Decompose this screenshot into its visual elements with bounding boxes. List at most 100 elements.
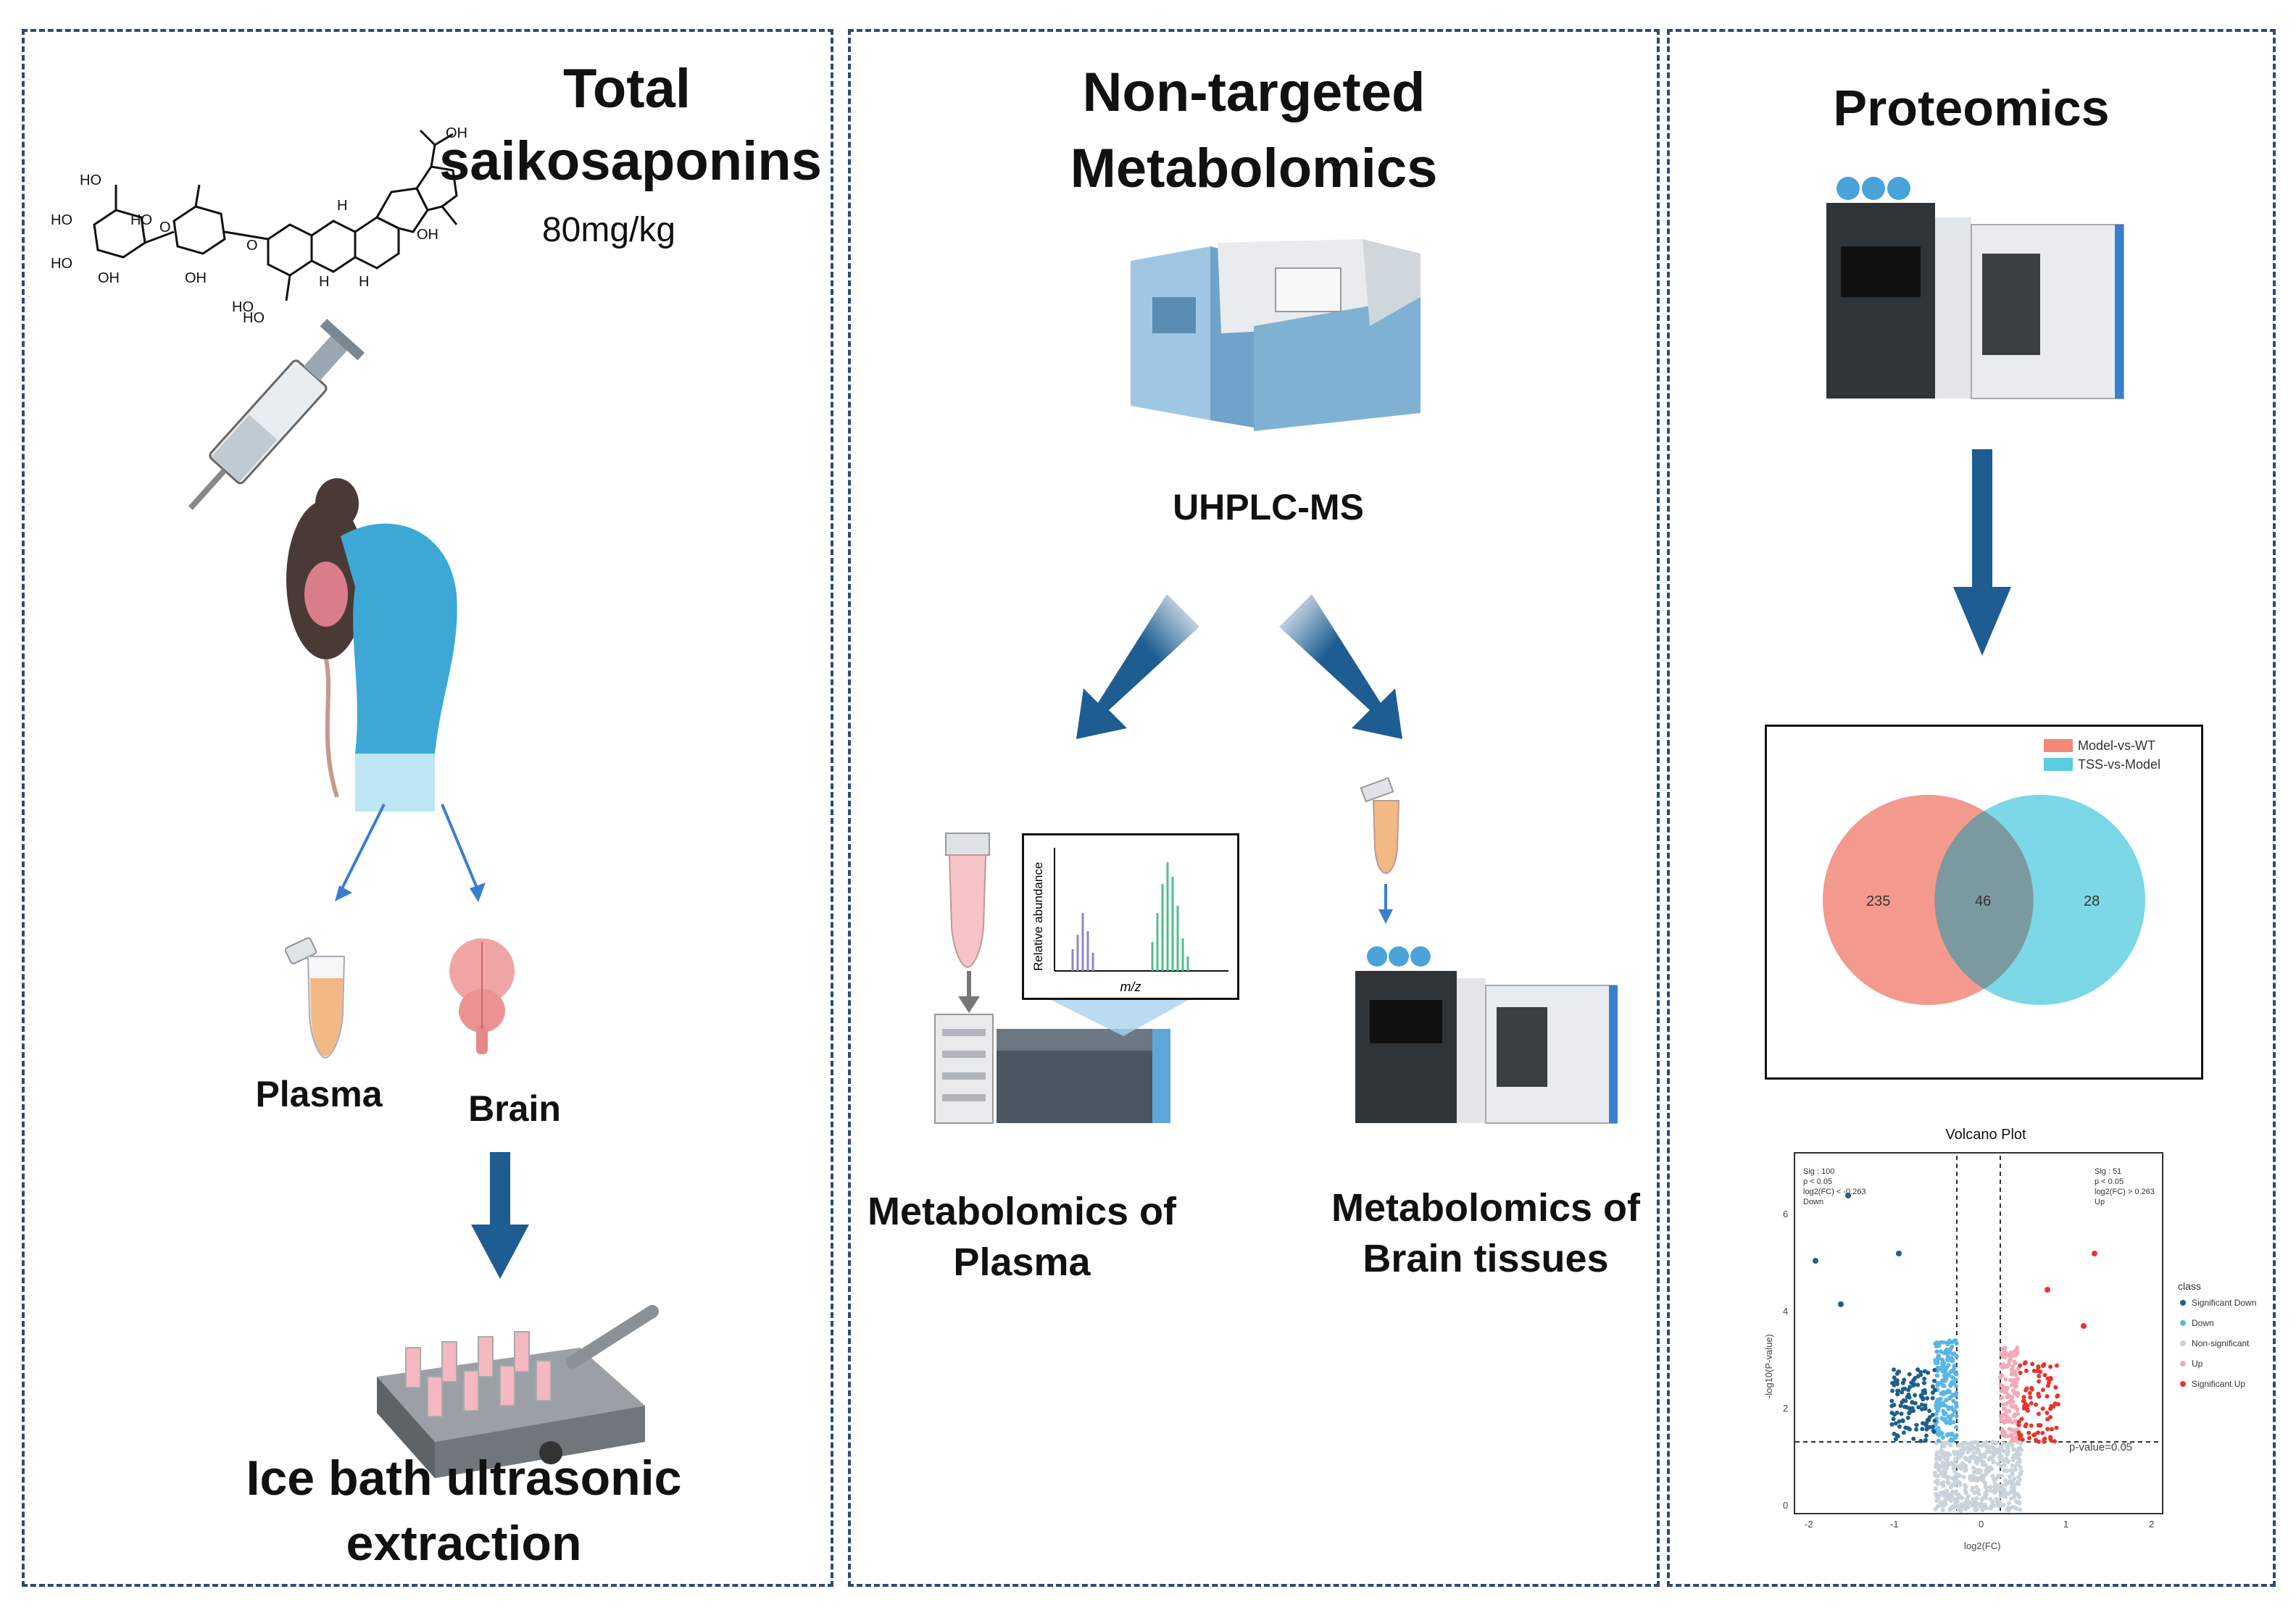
mol-label: HO <box>51 256 72 272</box>
volcano-point <box>2018 1440 2023 1446</box>
volcano-point <box>1974 1485 1979 1490</box>
volcano-point <box>1935 1432 1940 1437</box>
volcano-point <box>2007 1501 2012 1506</box>
volcano-point <box>1942 1503 1947 1508</box>
volcano-point <box>1919 1402 1924 1407</box>
volcano-point <box>1963 1485 1968 1490</box>
volcano-point <box>1952 1475 1958 1480</box>
volcano-point <box>1943 1453 1948 1458</box>
volcano-point <box>1979 1475 1984 1480</box>
volcano-point <box>1934 1498 1939 1503</box>
volcano-point <box>1997 1473 2002 1478</box>
instrument-label: UHPLC-MS <box>1173 487 1364 527</box>
volcano-point <box>1930 1384 1935 1389</box>
volcano-point <box>1900 1380 1905 1385</box>
volcano-point <box>2034 1402 2039 1407</box>
volcano-point <box>1960 1461 1965 1466</box>
volcano-point <box>1952 1366 1957 1371</box>
volcano-point <box>1936 1438 1941 1443</box>
volcano-ytick: 0 <box>1783 1500 1788 1511</box>
volcano-point <box>2018 1507 2023 1512</box>
volcano-point <box>2018 1370 2023 1375</box>
volcano-point <box>1924 1420 1929 1425</box>
volcano-point <box>1954 1403 1959 1409</box>
volcano-point <box>2018 1363 2023 1368</box>
volcano-point <box>1934 1463 1939 1468</box>
volcano-point <box>2014 1492 2019 1497</box>
venn-diagram: Model-vs-WT TSS-vs-Model 235 46 28 <box>1823 738 2160 1005</box>
volcano-legend-item: Significant Down <box>2192 1298 2256 1308</box>
volcano-point <box>2013 1505 2018 1510</box>
venn-legend-item: Model-vs-WT <box>2078 738 2155 753</box>
panel-left-title-line2: saikosaponins <box>439 130 822 192</box>
volcano-point <box>1936 1427 1941 1432</box>
volcano-point <box>2005 1505 2010 1510</box>
volcano-point <box>1939 1361 1944 1366</box>
volcano-point <box>1904 1404 1909 1409</box>
volcano-point <box>1933 1470 1938 1475</box>
volcano-title: Volcano Plot <box>1945 1127 2026 1143</box>
volcano-point <box>2001 1406 2006 1411</box>
volcano-point <box>1813 1258 1818 1264</box>
volcano-point <box>2030 1361 2035 1367</box>
volcano-xtick: 2 <box>2149 1519 2154 1530</box>
volcano-point <box>1987 1449 1992 1454</box>
volcano-point <box>1944 1466 1950 1471</box>
volcano-point <box>1893 1421 1898 1426</box>
volcano-point <box>1983 1496 1988 1501</box>
volcano-point <box>1911 1377 1916 1382</box>
volcano-point <box>2092 1251 2097 1256</box>
volcano-point <box>2013 1482 2018 1487</box>
venn-legend-item: TSS-vs-Model <box>2078 757 2160 772</box>
ultrasonic-bath-icon <box>377 1305 659 1478</box>
panel-right-title: Proteomics <box>1833 80 2110 136</box>
volcano-point <box>2010 1388 2016 1393</box>
plasma-sample-tube-icon <box>945 833 990 969</box>
volcano-point <box>1976 1448 1981 1453</box>
volcano-point <box>1934 1340 1939 1345</box>
volcano-point <box>1955 1480 1960 1485</box>
volcano-point <box>2037 1379 2042 1384</box>
volcano-point <box>1896 1251 1902 1256</box>
volcano-legend-item: Non-significant <box>2192 1338 2250 1348</box>
volcano-point <box>2004 1469 2009 1474</box>
volcano-point <box>1891 1417 1896 1422</box>
volcano-xtick: -2 <box>1805 1519 1813 1530</box>
volcano-point <box>2053 1385 2058 1390</box>
volcano-point <box>2001 1354 2006 1359</box>
mol-label: H <box>337 198 347 214</box>
volcano-note-right: log2(FC) > 0.263 <box>2095 1188 2155 1196</box>
volcano-point <box>2045 1410 2050 1415</box>
volcano-point <box>1991 1460 1996 1465</box>
volcano-point <box>1973 1455 1978 1460</box>
volcano-point <box>2016 1419 2021 1425</box>
plasma-tube-icon <box>284 937 346 1059</box>
volcano-threshold-label: p-value=0.05 <box>2069 1441 2132 1453</box>
volcano-point <box>1974 1440 1979 1445</box>
volcano-point <box>2028 1395 2033 1400</box>
volcano-point <box>2009 1438 2014 1443</box>
panel-left <box>22 29 833 1587</box>
volcano-point <box>1973 1459 1979 1464</box>
volcano-point <box>2014 1450 2019 1455</box>
volcano-point <box>1990 1445 1995 1450</box>
volcano-point <box>1940 1482 1945 1488</box>
volcano-point <box>2003 1377 2008 1382</box>
volcano-ytick: 6 <box>1783 1209 1788 1219</box>
volcano-point <box>1934 1349 1939 1354</box>
mass-spectrum-inset <box>1022 833 1239 1000</box>
volcano-point <box>2045 1427 2050 1432</box>
volcano-point <box>2007 1427 2012 1432</box>
volcano-point <box>1946 1432 1951 1437</box>
volcano-point <box>1963 1500 1968 1505</box>
spectrum-callout <box>1051 1000 1189 1036</box>
volcano-point <box>2048 1436 2053 1441</box>
volcano-point <box>1983 1483 1988 1488</box>
volcano-point <box>1930 1390 1935 1396</box>
volcano-point <box>1960 1443 1965 1448</box>
volcano-point <box>2045 1287 2050 1293</box>
volcano-point <box>1940 1378 1945 1383</box>
volcano-point <box>1954 1414 1959 1419</box>
volcano-point <box>2013 1378 2018 1383</box>
volcano-point <box>1932 1367 1937 1372</box>
